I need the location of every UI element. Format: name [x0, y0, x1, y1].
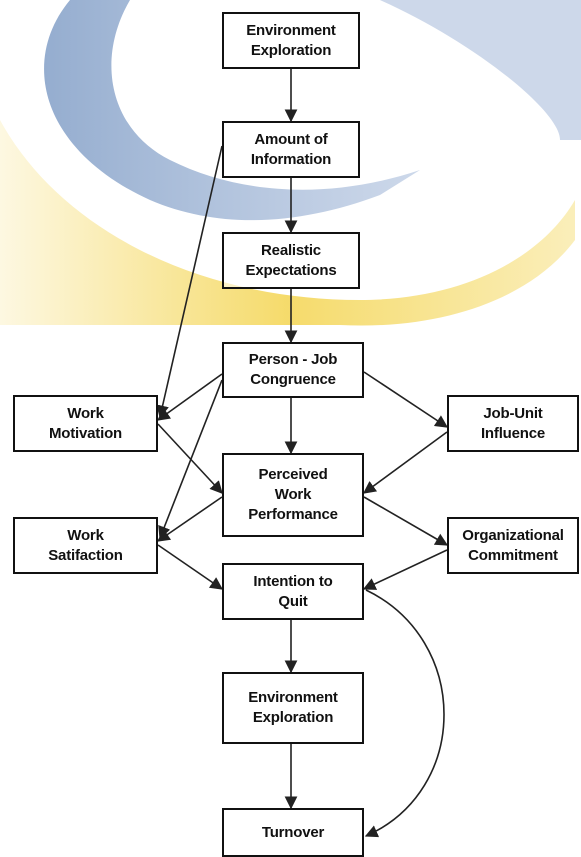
node-realistic-expectations: Realistic Expectations [222, 232, 360, 289]
edge-jobunit-to-performance [362, 431, 448, 494]
edge-congruence-to-jobunit [363, 371, 449, 428]
node-label-line: Job-Unit [483, 404, 543, 422]
node-person-job-congruence: Person - Job Congruence [222, 342, 364, 398]
node-environment-exploration-top: Environment Exploration [222, 12, 360, 69]
node-environment-exploration-bottom: Environment Exploration [222, 672, 364, 744]
node-label-line: Work [67, 404, 104, 422]
node-label-line: Satifaction [48, 546, 123, 564]
node-intention-to-quit: Intention to Quit [222, 563, 364, 620]
node-job-unit-influence: Job-Unit Influence [447, 395, 579, 452]
node-label-line: Perceived [258, 466, 328, 483]
node-label-line: Quit [278, 592, 308, 610]
node-label-line: Work [67, 526, 104, 544]
node-amount-of-information: Amount of Information [222, 121, 360, 178]
node-label-line: Environment [246, 21, 336, 39]
node-label-line: Motivation [49, 424, 122, 442]
node-label-line: Intention to [253, 572, 333, 590]
edge-quit-to-turnover [364, 589, 445, 838]
node-label-line: Organizational [462, 526, 564, 544]
node-perceived-work-performance: Perceived Work Performance [222, 453, 364, 537]
edge-commitment-to-quit [362, 549, 448, 590]
node-label-line: Environment [248, 689, 338, 706]
node-organizational-commitment: Organizational Commitment [447, 517, 579, 574]
node-label-line: Person - Job [248, 351, 338, 368]
edge-performance-to-commitment [363, 496, 449, 546]
node-label-line: Exploration [250, 41, 332, 59]
node-label-line: Commitment [468, 546, 558, 564]
node-label-line: Performance [248, 506, 338, 523]
node-turnover: Turnover [222, 808, 364, 857]
node-work-motivation: Work Motivation [13, 395, 158, 452]
node-label-line: Influence [480, 424, 546, 442]
edge-performance-to-satisfaction [156, 496, 223, 542]
edge-satisfaction-to-quit [157, 544, 224, 590]
node-label-line: Amount of [254, 130, 328, 148]
node-work-satifaction: Work Satifaction [13, 517, 158, 574]
node-label-line: Congruence [250, 371, 336, 388]
node-label-line: Information [250, 150, 332, 168]
node-label-line: Turnover [261, 823, 325, 841]
edge-congruence-to-motivation [156, 373, 223, 421]
edge-amount-to-motivation [156, 145, 223, 419]
node-label-line: Work [274, 486, 312, 503]
node-label-line: Exploration [252, 709, 334, 726]
node-label-line: Realistic [261, 241, 321, 259]
node-label-line: Expectations [245, 261, 337, 279]
edge-motivation-to-performance [157, 423, 223, 494]
